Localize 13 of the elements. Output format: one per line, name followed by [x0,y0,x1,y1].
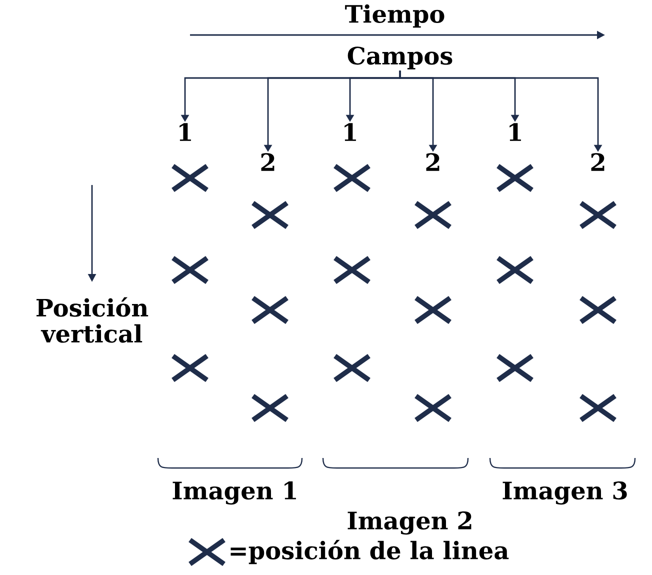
field-number: 1 [180,123,191,141]
field-number: 2 [426,153,440,171]
label-text: Imagen 3 [502,481,627,505]
field-number: 1 [344,123,356,141]
field-number: 1 [510,123,521,141]
label-text: Posición vertical [36,297,148,343]
field-number: 2 [591,153,604,171]
label-text: Imagen 1 [172,481,296,505]
heading-text: Campos [348,46,452,70]
legend-text: =posición de la linea [230,540,509,564]
field-number: 2 [261,153,274,171]
label-text: Imagen 2 [348,511,472,535]
label-text: Tiempo [345,4,444,28]
